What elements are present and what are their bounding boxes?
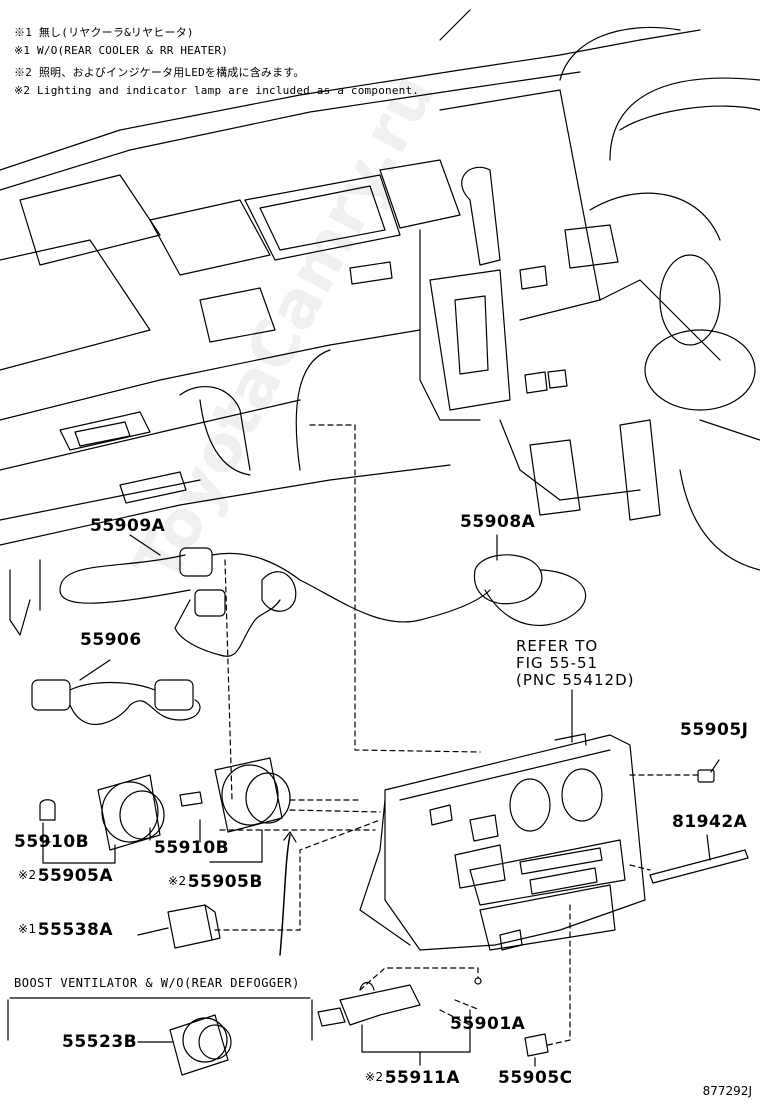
note-2-jp: ※2 照明、およびインジケータ用LEDを構成に含みます。	[14, 66, 305, 79]
switch-55538A	[167, 904, 221, 949]
part-label: 55538A	[37, 920, 114, 940]
part-81942A[interactable]: 81942A	[672, 812, 748, 832]
control-knob-55905A	[39, 774, 165, 851]
part-label: 55911A	[384, 1068, 461, 1088]
note-2-en: ※2 Lighting and indicator lamp are inclu…	[14, 84, 420, 97]
part-55906[interactable]: 55906	[80, 630, 142, 650]
mark-1: ※1	[18, 922, 37, 936]
part-55523B[interactable]: 55523B	[62, 1032, 138, 1052]
center-cluster-panel	[359, 733, 646, 951]
part-55905B[interactable]: ※255905B	[168, 872, 263, 892]
figure-number: 877292J	[702, 1084, 752, 1098]
clip-55905C	[524, 1033, 549, 1057]
note-1-jp: ※1 無し(リヤクーラ&リヤヒータ)	[14, 26, 194, 39]
part-55911A[interactable]: ※255911A	[365, 1068, 460, 1088]
dashed-leaders	[214, 424, 699, 1046]
harness-55908A	[261, 554, 587, 626]
panel-strip-81942A	[649, 849, 749, 884]
mark-2: ※2	[168, 874, 187, 888]
part-55908A[interactable]: 55908A	[460, 512, 536, 532]
mark-2: ※2	[365, 1070, 384, 1084]
part-label: 55905A	[37, 866, 114, 886]
refer-line-2: FIG 55-51	[516, 654, 599, 672]
knob-55523B	[169, 1014, 232, 1076]
condition-label: BOOST VENTILATOR & W/O(REAR DEFOGGER)	[14, 976, 300, 990]
part-55910B-mid[interactable]: 55910B	[154, 838, 230, 858]
part-55905C[interactable]: 55905C	[498, 1068, 573, 1088]
refer-line-3: (PNC 55412D)	[516, 671, 635, 689]
clip-55905J	[697, 769, 715, 783]
note-1-en: ※1 W/O(REAR COOLER & RR HEATER)	[14, 44, 229, 57]
refer-block[interactable]: REFER TO FIG 55-51 (PNC 55412D)	[516, 638, 634, 689]
part-55905A[interactable]: ※255905A	[18, 866, 113, 886]
part-55905J[interactable]: 55905J	[680, 720, 749, 740]
part-55909A[interactable]: 55909A	[90, 516, 166, 536]
part-55538A[interactable]: ※155538A	[18, 920, 113, 940]
part-label: 55905B	[187, 872, 263, 892]
dashboard-drawing	[0, 9, 760, 636]
part-55910B-left[interactable]: 55910B	[14, 832, 90, 852]
callout-lines	[7, 534, 720, 1067]
refer-line-1: REFER TO	[516, 637, 599, 655]
harness-55906	[31, 679, 201, 726]
control-knob-55905B	[179, 757, 291, 833]
mark-2: ※2	[18, 868, 37, 882]
part-55901A[interactable]: 55901A	[450, 1014, 526, 1034]
